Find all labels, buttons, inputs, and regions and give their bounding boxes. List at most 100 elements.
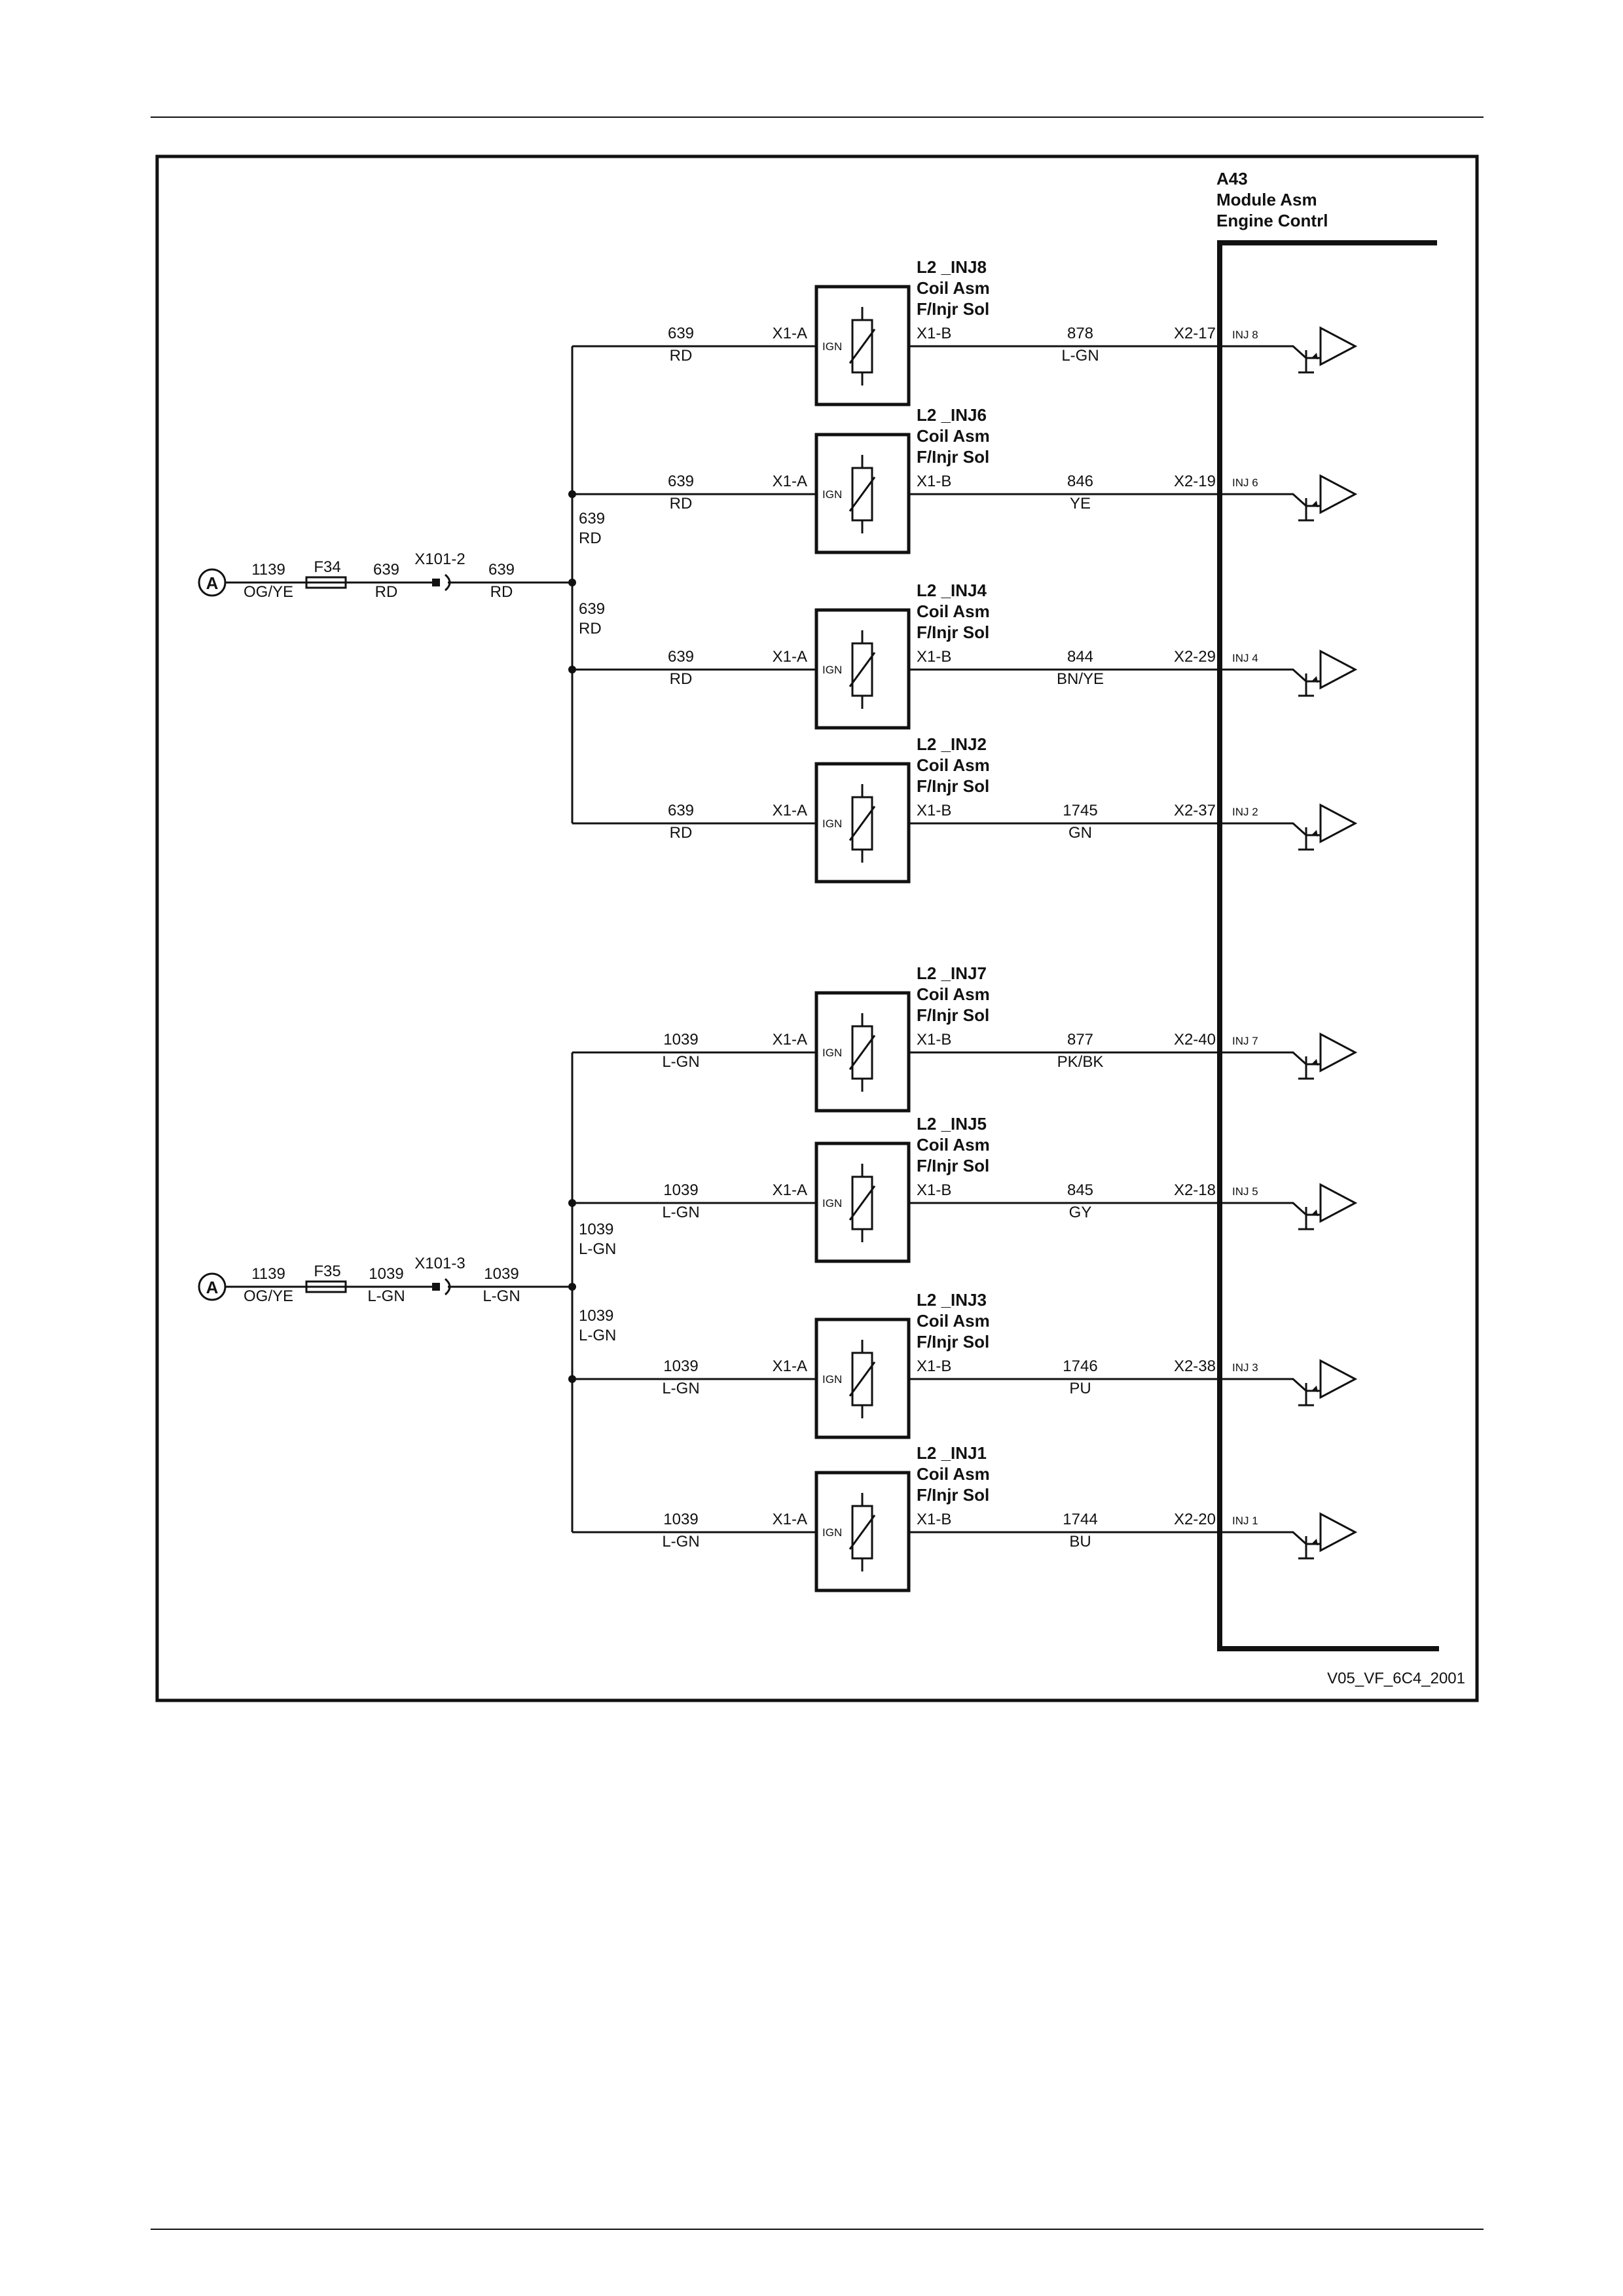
- splice-pin-icon: [432, 1283, 440, 1291]
- pin-b-label: X1-B: [917, 802, 951, 819]
- driver-triangle-icon: [1319, 1359, 1358, 1399]
- ign-label: IGN: [822, 1197, 842, 1210]
- splice-pin-icon: [432, 579, 440, 586]
- transistor-arrow-icon: [1311, 1059, 1318, 1066]
- injector-name: Coil Asm: [917, 278, 990, 298]
- ign-label: IGN: [822, 664, 842, 676]
- injector-subname: F/Injr Sol: [917, 299, 989, 319]
- feed-wire-color: RD: [670, 824, 693, 842]
- feed-wire-color: RD: [670, 495, 693, 512]
- fuse-out-wire-color: RD: [375, 583, 398, 601]
- source-wire-color: OG/YE: [244, 583, 293, 601]
- diagram-id: V05_VF_6C4_2001: [1327, 1670, 1465, 1687]
- module-name: Module Asm: [1216, 190, 1317, 209]
- coil-slash: [848, 652, 876, 687]
- ign-label: IGN: [822, 1047, 842, 1059]
- ign-label: IGN: [822, 340, 842, 353]
- ecm-inj-label: INJ 8: [1232, 329, 1258, 341]
- transistor-arrow-icon: [1311, 1539, 1318, 1545]
- control-wire-color: GY: [1069, 1204, 1092, 1221]
- fuse-out-wire-number: 639: [373, 561, 399, 579]
- pin-b-label: X1-B: [917, 1357, 951, 1375]
- driver-triangle-icon: [1319, 474, 1358, 514]
- injector-subname: F/Injr Sol: [917, 1485, 989, 1505]
- coil-slash: [848, 1361, 876, 1397]
- ign-label: IGN: [822, 1373, 842, 1386]
- feed-wire-number: 639: [668, 473, 694, 490]
- connector-symbol-label: A: [206, 1278, 219, 1297]
- source-wire-color: OG/YE: [244, 1287, 293, 1305]
- feed-wire-color: RD: [670, 347, 693, 365]
- bus-wire-number: 1039: [579, 1221, 613, 1238]
- coil-slash: [848, 329, 876, 364]
- fuse-out-wire-number: 1039: [369, 1265, 403, 1283]
- ecm-pin-label: X2-17: [1174, 325, 1216, 342]
- driver-triangle-icon: [1319, 1512, 1358, 1552]
- driver-triangle-icon: [1319, 326, 1358, 367]
- transistor-arrow-icon: [1311, 1386, 1318, 1392]
- bus-wire-number: 639: [579, 600, 605, 618]
- splice-junction-dot: [568, 1283, 576, 1291]
- control-wire-number: 1746: [1063, 1357, 1097, 1375]
- module-subname: Engine Contrl: [1216, 211, 1328, 230]
- source-wire-number: 1139: [251, 561, 285, 579]
- injector-name: Coil Asm: [917, 1311, 990, 1331]
- control-wire-number: 878: [1067, 325, 1093, 342]
- injector-ref: L2 _INJ2: [917, 734, 987, 754]
- injector-name: Coil Asm: [917, 601, 990, 621]
- pin-a-label: X1-A: [773, 473, 807, 490]
- pin-a-label: X1-A: [773, 1511, 807, 1528]
- ecm-inj-label: INJ 5: [1232, 1185, 1258, 1198]
- pin-b-label: X1-B: [917, 1181, 951, 1199]
- control-wire-color: L-GN: [1061, 347, 1099, 365]
- feed-wire-number: 1039: [663, 1181, 698, 1199]
- ecm-pin-label: X2-18: [1174, 1181, 1216, 1199]
- ign-label: IGN: [822, 817, 842, 830]
- injector-name: Coil Asm: [917, 984, 990, 1004]
- splice-label: X101-2: [414, 550, 465, 568]
- pin-a-label: X1-A: [773, 1031, 807, 1049]
- ecm-inj-label: INJ 6: [1232, 476, 1258, 489]
- module-ref: A43: [1216, 169, 1248, 188]
- control-wire-number: 877: [1067, 1031, 1093, 1049]
- splice-label: X101-3: [414, 1255, 465, 1272]
- feed-wire-color: L-GN: [662, 1204, 699, 1221]
- bus-wire-color: RD: [579, 620, 602, 637]
- injector-subname: F/Injr Sol: [917, 1005, 989, 1025]
- ign-label: IGN: [822, 1526, 842, 1539]
- injector-ref: L2 _INJ5: [917, 1114, 987, 1134]
- injector-ref: L2 _INJ6: [917, 405, 987, 425]
- control-wire-color: BU: [1069, 1533, 1091, 1551]
- injector-subname: F/Injr Sol: [917, 622, 989, 642]
- bus-wire-number: 639: [579, 510, 605, 528]
- splice-out-wire-number: 639: [488, 561, 515, 579]
- pin-a-label: X1-A: [773, 1181, 807, 1199]
- transistor-arrow-icon: [1311, 676, 1318, 683]
- connector-symbol-label: A: [206, 573, 219, 593]
- control-wire-color: PU: [1069, 1380, 1091, 1397]
- pin-b-label: X1-B: [917, 473, 951, 490]
- footer-rule: [151, 2229, 1484, 2230]
- splice-out-wire-color: L-GN: [483, 1287, 520, 1305]
- transistor-arrow-icon: [1311, 1210, 1318, 1216]
- ecm-module: A43 Module Asm Engine Contrl: [1216, 169, 1439, 1651]
- ecm-pin-label: X2-38: [1174, 1357, 1216, 1375]
- control-wire-number: 845: [1067, 1181, 1093, 1199]
- fuse-out-wire-color: L-GN: [367, 1287, 405, 1305]
- injector-name: Coil Asm: [917, 426, 990, 446]
- control-wire-number: 844: [1067, 648, 1093, 666]
- ecm-module-edge: [1217, 240, 1439, 1651]
- ecm-inj-label: INJ 2: [1232, 806, 1258, 818]
- feed-wire-number: 1039: [663, 1357, 698, 1375]
- pin-a-label: X1-A: [773, 1357, 807, 1375]
- injector-name: Coil Asm: [917, 1135, 990, 1155]
- injector-subname: F/Injr Sol: [917, 447, 989, 467]
- injector-name: Coil Asm: [917, 755, 990, 775]
- fuse-label: F35: [314, 1263, 340, 1280]
